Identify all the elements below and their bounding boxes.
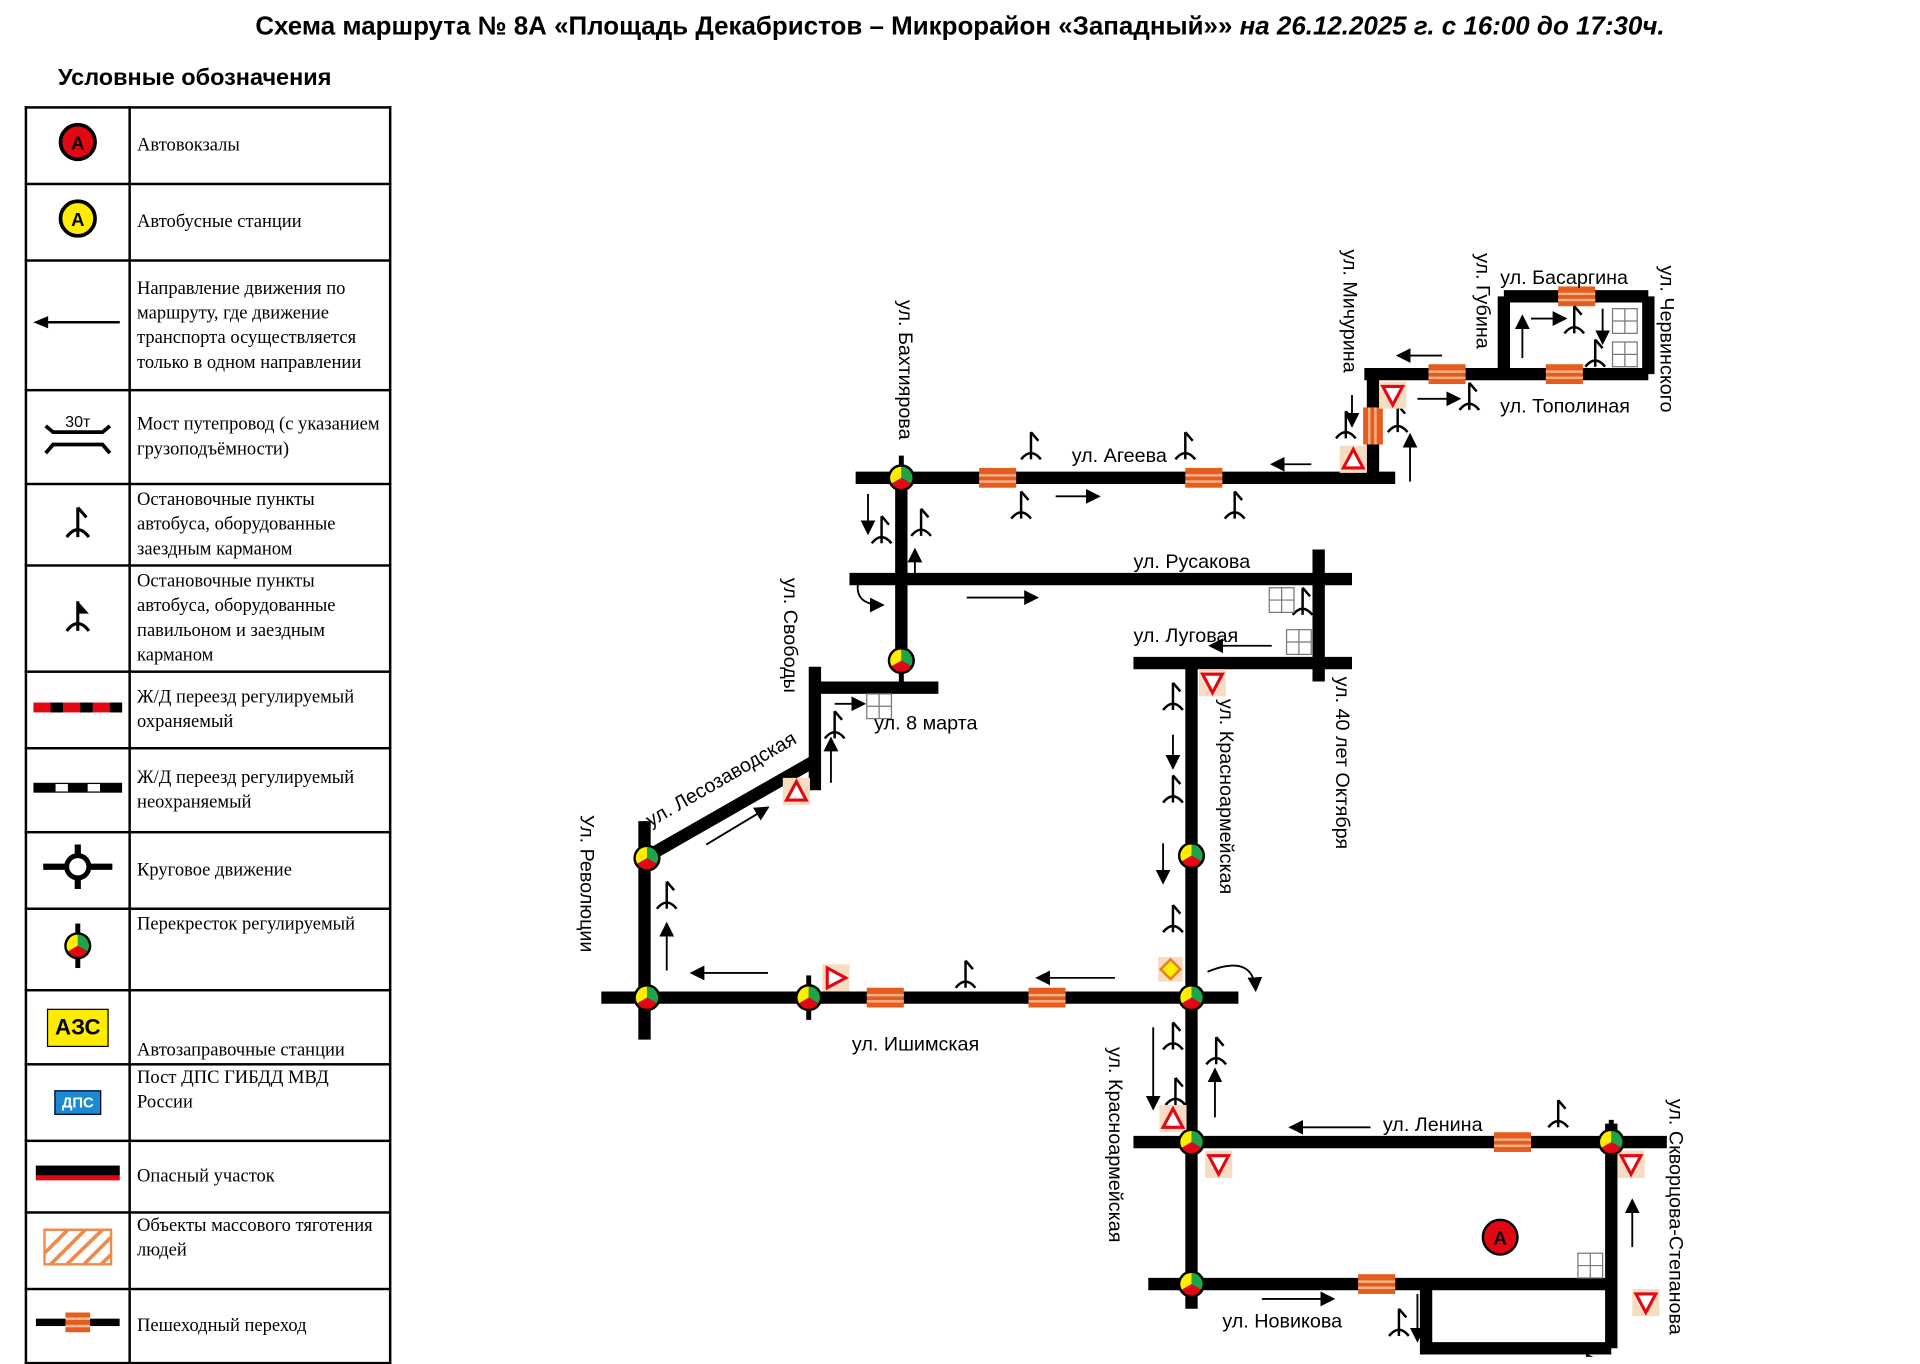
bus-stop-pocket-icon [65,506,91,539]
svg-text:30т: 30т [65,413,91,431]
legend-label: Ж/Д переезд регулируемый охраняемый [128,670,392,750]
crowd-objects-icon [43,1228,114,1272]
legend-row: ДПС Пост ДПС ГИБДД МВД России [24,1063,392,1143]
street-label: ул. Басаргина [1500,267,1628,289]
street-label: ул. Ишимская [852,1034,979,1056]
street-label: ул. Луговая [1133,625,1238,647]
street-label: ул. Новикова [1222,1310,1342,1332]
street-label: ул. Свободы [779,578,801,693]
legend-label: Пешеходный переход [128,1287,392,1364]
street-label: ул. Мичурина [1338,249,1360,372]
legend-row: Направление движения по маршруту, где дв… [24,259,392,392]
legend-label: Мост путепровод (с указанием грузоподъём… [128,388,392,486]
title-date: на 26.12.2025 г. с 16:00 до 17:30ч. [1239,12,1665,41]
u-turn-arrow [856,582,885,613]
street-label: ул. Агеева [1072,445,1167,467]
legend-table: A Автовокзалы A Автобусные станции Направл… [24,106,392,1364]
street-label: ул. Красноармейская [1215,699,1237,894]
svg-text:А: А [1493,1228,1506,1249]
legend-row: Остановочные пункты автобуса, оборудован… [24,564,392,673]
bus-stop-pavilion-icon [65,601,91,632]
one-way-arrow-icon [33,315,120,328]
legend-row: Остановочные пункты автобуса, оборудован… [24,482,392,567]
one-way-arrows [659,308,1640,1357]
legend-label: Ж/Д переезд регулируемый неохраняемый [128,746,392,834]
dangerous-section-icon [35,1165,120,1181]
bus-terminal-marker: А [1481,1218,1519,1256]
bridge-icon: 30т [44,413,112,455]
title-route: Схема маршрута № 8А «Площадь Декабристов… [255,12,1233,41]
street-label: Ул. Революции [575,815,597,953]
legend-label: Объекты массового тяготения людей [128,1211,392,1291]
street-labels: ул. Агеева ул. Бахтиярова ул. Мичурина у… [575,249,1686,1334]
street-label: ул. Русакова [1133,551,1250,573]
police-post-icon: ДПС [54,1090,102,1115]
crosswalk-icon [35,1312,120,1333]
legend-row: Перекресток регулируемый [24,907,392,992]
svg-text:A: A [71,132,84,153]
road-signs [781,379,1661,1318]
roundabout-icon [43,844,113,889]
bus-station-icon: A [58,199,97,238]
legend-row: A Автовокзалы [24,106,392,186]
svg-text:A: A [71,209,84,230]
roads [601,290,1667,1355]
street-label: ул. Ленина [1383,1114,1483,1136]
legend-row: Объекты массового тяготения людей [24,1211,392,1291]
page-title: Схема маршрута № 8А «Площадь Декабристов… [0,12,1920,42]
street-label: ул. Червинского [1656,265,1678,412]
legend-label: Направление движения по маршруту, где дв… [128,259,392,392]
street-label: ул. Губина [1472,253,1494,349]
legend-label: Круговое движение [128,830,392,910]
bus-terminal-icon: A [58,122,97,162]
legend-label: Автозаправочные станции [128,988,392,1066]
legend-row: 30т Мост путепровод (с указанием грузопод… [24,388,392,486]
legend-label: Остановочные пункты автобуса, оборудован… [128,482,392,567]
legend-label: Пост ДПС ГИБДД МВД России [128,1063,392,1143]
legend-label: Опасный участок [128,1139,392,1214]
rail-crossing-unguarded-icon [33,782,123,793]
street-label: ул. Красноармейская [1104,1047,1126,1242]
legend-label: Автобусные станции [128,182,392,262]
legend-row: A Автобусные станции [24,182,392,262]
legend-label: Перекресток регулируемый [128,907,392,992]
legend-title: Условные обозначения [58,65,332,92]
street-label: ул. Бахтиярова [894,300,916,440]
legend-row: Ж/Д переезд регулируемый неохраняемый [24,746,392,834]
street-label: ул. 40 лет Октября [1331,677,1353,850]
legend-row: Опасный участок [24,1139,392,1214]
rail-crossing-guarded-icon [33,702,123,713]
legend-row: АЗС Автозаправочные станции [24,988,392,1066]
legend-row: Ж/Д переезд регулируемый охраняемый [24,670,392,750]
legend-label: Остановочные пункты автобуса, оборудован… [128,564,392,673]
gas-station-icon: АЗС [46,1008,110,1047]
street-label: ул. Скворцова-Степанова [1664,1099,1686,1335]
street-label: ул. 8 марта [874,713,977,735]
legend-row: Пешеходный переход [24,1287,392,1364]
legend-row: Круговое движение [24,830,392,910]
legend-label: Автовокзалы [128,106,392,186]
u-turn-arrow [1207,964,1263,993]
street-label: ул. Тополиная [1500,395,1630,417]
